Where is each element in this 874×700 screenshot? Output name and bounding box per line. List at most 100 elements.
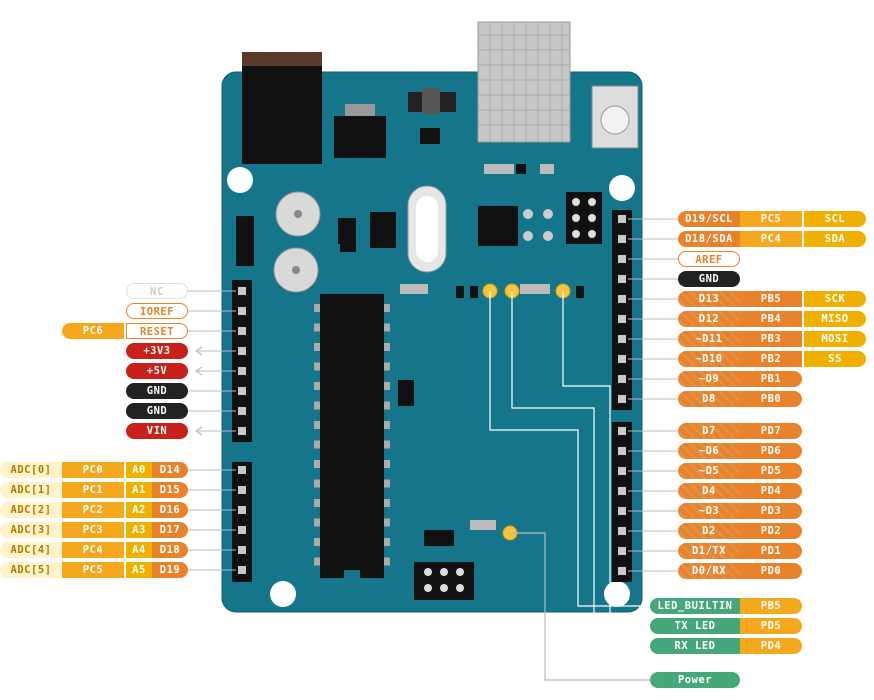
right-pin-port: PD0: [740, 563, 802, 579]
header-pin: [618, 275, 626, 283]
right-pin-port: PD1: [740, 543, 802, 559]
left-pin-label: GND: [126, 403, 188, 419]
header-pin: [618, 447, 626, 455]
right-pin-label: D0/RX: [678, 563, 740, 579]
left-pin-label: NC: [126, 283, 188, 299]
analog-pin-label: A1: [126, 482, 152, 498]
right-pin-port: PB1: [740, 371, 802, 387]
header-pin: [618, 427, 626, 435]
right-pin-label: ~D6: [678, 443, 740, 459]
right-pin-label: D1/TX: [678, 543, 740, 559]
right-pin-func: SDA: [804, 231, 866, 247]
header-pin: [618, 215, 626, 223]
header-pin: [618, 487, 626, 495]
analog-digital-label: D19: [152, 562, 188, 578]
header-pin: [238, 367, 246, 375]
led-port: PB5: [740, 598, 802, 614]
right-header-top: [612, 210, 632, 410]
header-pin: [618, 235, 626, 243]
header-pin: [238, 327, 246, 335]
adc-label: ADC[1]: [0, 482, 62, 498]
right-pin-port: PD4: [740, 483, 802, 499]
right-pin-label: D4: [678, 483, 740, 499]
analog-pin-label: A5: [126, 562, 152, 578]
analog-digital-label: D14: [152, 462, 188, 478]
header-pin: [238, 486, 246, 494]
header-pin: [238, 466, 246, 474]
mounting-hole: [609, 175, 635, 201]
header-pin: [238, 387, 246, 395]
led-label: RX LED: [650, 638, 740, 654]
right-pin-port: PD7: [740, 423, 802, 439]
led-traces: [489, 291, 650, 681]
analog-digital-label: D18: [152, 542, 188, 558]
header-pin: [618, 467, 626, 475]
right-pin-label: AREF: [678, 251, 740, 267]
right-pin-port: PD3: [740, 503, 802, 519]
header-pin: [618, 507, 626, 515]
adc-label: ADC[5]: [0, 562, 62, 578]
analog-pin-label: A0: [126, 462, 152, 478]
right-pin-func: SCL: [804, 211, 866, 227]
right-pin-label: ~D9: [678, 371, 740, 387]
right-pin-port: PD6: [740, 443, 802, 459]
analog-port-label: PC0: [62, 462, 124, 478]
right-pin-label: ~D11: [678, 331, 740, 347]
right-pin-port: PD5: [740, 463, 802, 479]
right-pin-port: PB0: [740, 391, 802, 407]
header-pin: [238, 566, 246, 574]
right-pin-port: PB4: [740, 311, 802, 327]
icsp-header: [566, 192, 602, 244]
header-pin: [618, 567, 626, 575]
analog-digital-label: D17: [152, 522, 188, 538]
header-pin: [238, 307, 246, 315]
voltage-regulator: [334, 116, 386, 158]
right-pin-label: D8: [678, 391, 740, 407]
right-pin-label: GND: [678, 271, 740, 287]
analog-pin-label: A2: [126, 502, 152, 518]
left-pin-label: RESET: [126, 323, 188, 339]
left-header-power: [232, 280, 252, 442]
right-pin-label: D7: [678, 423, 740, 439]
analog-port-label: PC1: [62, 482, 124, 498]
analog-port-label: PC3: [62, 522, 124, 538]
header-pin: [618, 547, 626, 555]
header-pin: [238, 526, 246, 534]
header-pin: [238, 546, 246, 554]
led-port: PD4: [740, 638, 802, 654]
led-label: LED_BUILTIN: [650, 598, 740, 614]
header-pin: [238, 407, 246, 415]
left-pin-port: PC6: [62, 323, 124, 339]
right-pin-port: PB3: [740, 331, 802, 347]
header-pin: [618, 295, 626, 303]
left-pin-label: IOREF: [126, 303, 188, 319]
right-pin-label: ~D3: [678, 503, 740, 519]
right-pin-port: PD2: [740, 523, 802, 539]
power-jack: [242, 52, 322, 164]
mounting-hole: [270, 581, 296, 607]
adc-label: ADC[2]: [0, 502, 62, 518]
header-pin: [238, 427, 246, 435]
right-pin-label: D18/SDA: [678, 231, 740, 247]
led-label: TX LED: [650, 618, 740, 634]
header-pin: [618, 335, 626, 343]
adc-label: ADC[0]: [0, 462, 62, 478]
left-header-analog: [232, 462, 252, 582]
right-header-bottom: [612, 422, 632, 582]
header-pin: [238, 506, 246, 514]
right-pin-port: PB2: [740, 351, 802, 367]
adc-label: ADC[4]: [0, 542, 62, 558]
right-pin-label: D2: [678, 523, 740, 539]
analog-digital-label: D15: [152, 482, 188, 498]
analog-port-label: PC5: [62, 562, 124, 578]
analog-port-label: PC2: [62, 502, 124, 518]
right-pin-label: D13: [678, 291, 740, 307]
right-pin-label: ~D5: [678, 463, 740, 479]
header-pin: [618, 355, 626, 363]
mounting-hole: [604, 581, 630, 607]
analog-pin-label: A3: [126, 522, 152, 538]
analog-port-label: PC4: [62, 542, 124, 558]
analog-digital-label: D16: [152, 502, 188, 518]
